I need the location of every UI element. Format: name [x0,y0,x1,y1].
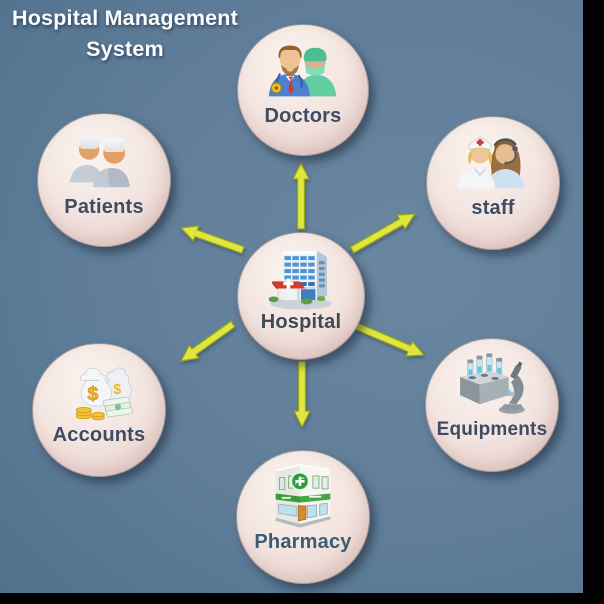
arrow-hospital-to-accounts [180,320,236,362]
node-pharmacy: Pharmacy [236,450,370,584]
doctors-icon [268,45,337,97]
svg-text:$: $ [87,383,98,405]
arrow-hospital-to-equipments [353,322,425,357]
node-hospital: Hospital [237,232,365,360]
arrow-hospital-to-doctors [292,162,310,230]
node-doctors: Doctors [237,24,369,156]
nurse-receptionist-icon [457,136,525,189]
arrow-hospital-to-patients [180,225,245,254]
node-staff-label: staff [471,197,515,219]
node-staff: staff [426,116,560,250]
diagram-background: Hospital Management System [0,0,583,593]
diagram-title: Hospital Management System [2,3,248,64]
hospital-building-icon [268,251,332,310]
node-pharmacy-label: Pharmacy [254,531,352,553]
node-accounts: $ $ Accounts [32,343,166,477]
pharmacy-building-icon [274,463,332,528]
node-accounts-label: Accounts [52,424,146,446]
node-patients: Patients [37,113,171,247]
arrow-hospital-to-staff [349,213,416,254]
node-equipments: Equipments [425,338,559,472]
title-line-2: System [86,36,164,61]
patients-icon [69,135,130,188]
node-patients-label: Patients [64,196,144,218]
lab-equipment-icon [460,353,525,414]
title-line-1: Hospital Management [11,6,238,30]
node-doctors-label: Doctors [264,105,342,127]
node-equipments-label: Equipments [436,419,548,440]
money-icon: $ $ [75,367,133,421]
svg-text:$: $ [113,382,121,398]
node-hospital-label: Hospital [260,311,342,333]
arrow-hospital-to-pharmacy [293,360,311,428]
